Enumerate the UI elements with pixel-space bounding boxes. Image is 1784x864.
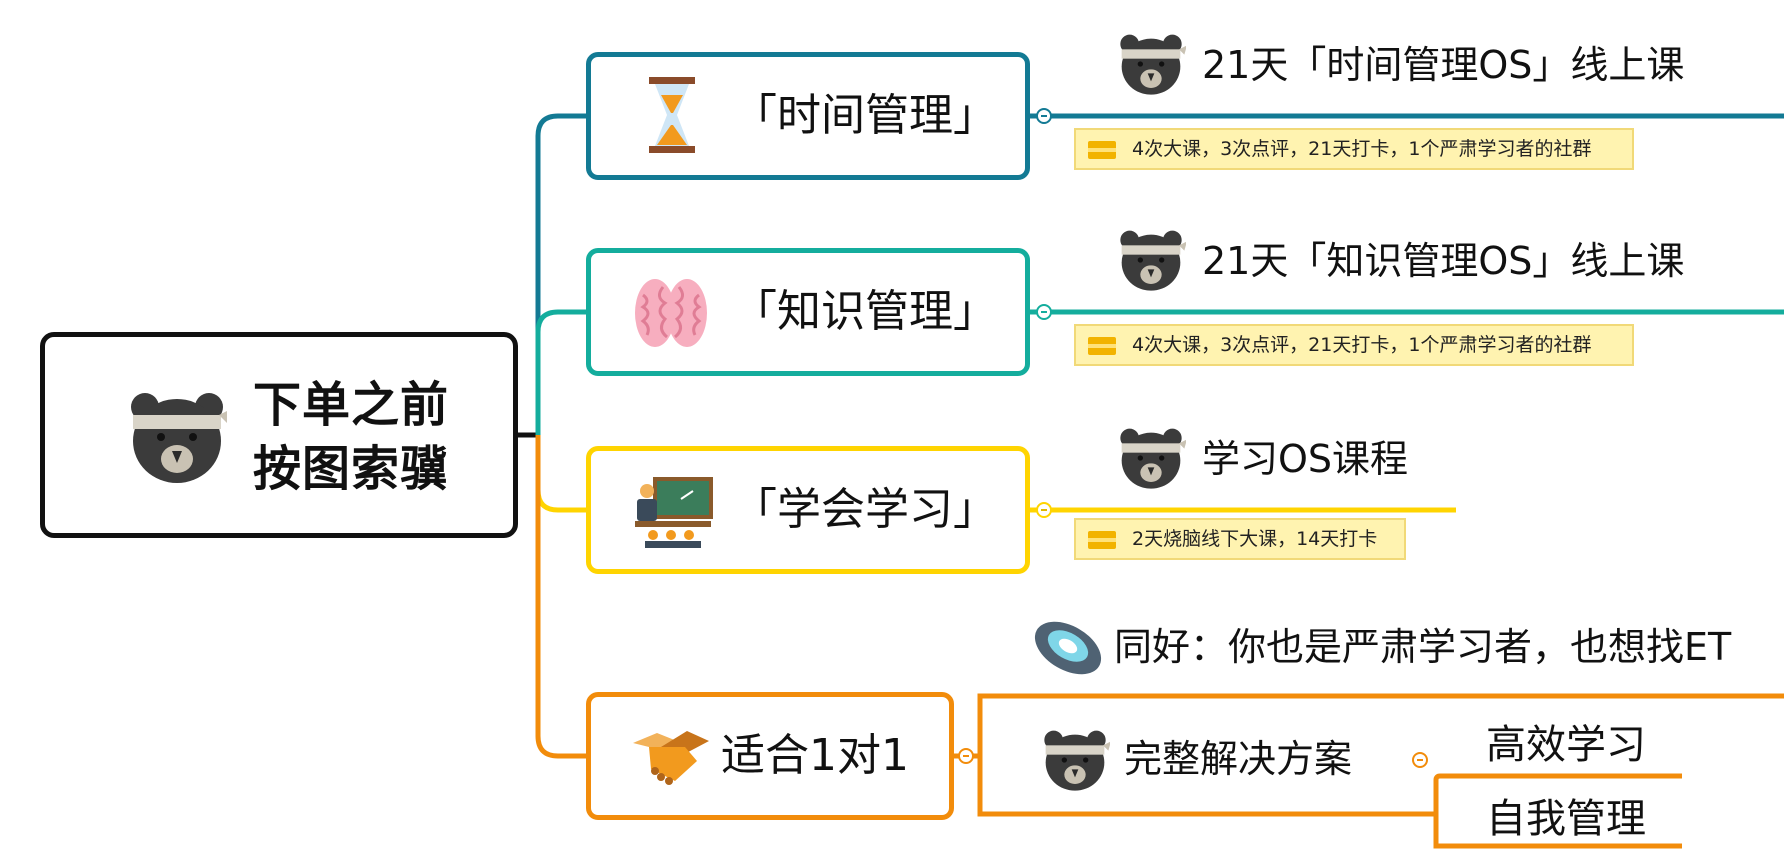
note-text: 4次大课，3次点评，21天打卡，1个严肃学习者的社群 — [1132, 138, 1592, 160]
handshake-icon — [633, 731, 709, 785]
branch-label: 「时间管理」 — [733, 90, 997, 141]
course-note-knowledge[interactable]: 4次大课，3次点评，21天打卡，1个严肃学习者的社群 — [1074, 324, 1634, 366]
branch-label: 「学会学习」 — [733, 484, 997, 535]
bear-icon — [1120, 230, 1186, 291]
floating-topic-text[interactable]: 同好：你也是严肃学习者，也想找ET — [1114, 625, 1732, 669]
root-title: 下单之前 按图索骥 — [253, 373, 449, 501]
connector-knowledge — [535, 309, 590, 435]
leaf-self-management[interactable]: 自我管理 — [1486, 796, 1646, 842]
solution-topic[interactable]: 完整解决方案 — [1124, 737, 1353, 781]
course-note-learning[interactable]: 2天烧脑线下大课，14天打卡 — [1074, 518, 1406, 560]
root-title-line1: 下单之前 — [253, 377, 450, 433]
note-icon — [1088, 337, 1116, 355]
collapse-toggle-oneonone[interactable] — [958, 748, 974, 764]
branch-one-on-one[interactable]: 适合1对1 — [586, 692, 954, 820]
hourglass-icon — [649, 77, 695, 153]
bear-icon — [1120, 428, 1186, 489]
brain-icon — [635, 279, 707, 347]
connector-oneonone — [535, 435, 590, 759]
course-note-time[interactable]: 4次大课，3次点评，21天打卡，1个严肃学习者的社群 — [1074, 128, 1634, 170]
collapse-toggle-knowledge[interactable] — [1036, 304, 1052, 320]
course-title-knowledge[interactable]: 21天「知识管理OS」线上课 — [1202, 239, 1685, 283]
branch-time-management[interactable]: 「时间管理」 — [586, 52, 1030, 180]
collapse-toggle-solution[interactable] — [1412, 752, 1428, 768]
bear-icon — [1044, 730, 1110, 791]
teacher-icon — [635, 477, 713, 548]
note-icon — [1088, 531, 1116, 549]
note-text: 4次大课，3次点评，21天打卡，1个严肃学习者的社群 — [1132, 334, 1592, 356]
course-title-learning[interactable]: 学习OS课程 — [1202, 437, 1409, 481]
branch-label: 「知识管理」 — [733, 286, 997, 337]
bear-icon — [131, 393, 227, 483]
note-text: 2天烧脑线下大课，14天打卡 — [1132, 528, 1378, 550]
leaf-efficient-learning[interactable]: 高效学习 — [1486, 722, 1646, 768]
collapse-toggle-learning[interactable] — [1036, 502, 1052, 518]
collapse-toggle-time[interactable] — [1036, 108, 1052, 124]
bear-icon — [1120, 34, 1186, 95]
branch-knowledge-management[interactable]: 「知识管理」 — [586, 248, 1030, 376]
course-title-time[interactable]: 21天「时间管理OS」线上课 — [1202, 43, 1685, 87]
branch-label: 适合1对1 — [721, 730, 909, 781]
branch-learn-to-learn[interactable]: 「学会学习」 — [586, 446, 1030, 574]
ufo-icon — [1034, 621, 1102, 675]
root-node[interactable]: 下单之前 按图索骥 — [40, 332, 518, 538]
connector-learning — [535, 435, 590, 513]
note-icon — [1088, 141, 1116, 159]
root-title-line2: 按图索骥 — [253, 441, 450, 497]
connector-time — [535, 113, 590, 435]
